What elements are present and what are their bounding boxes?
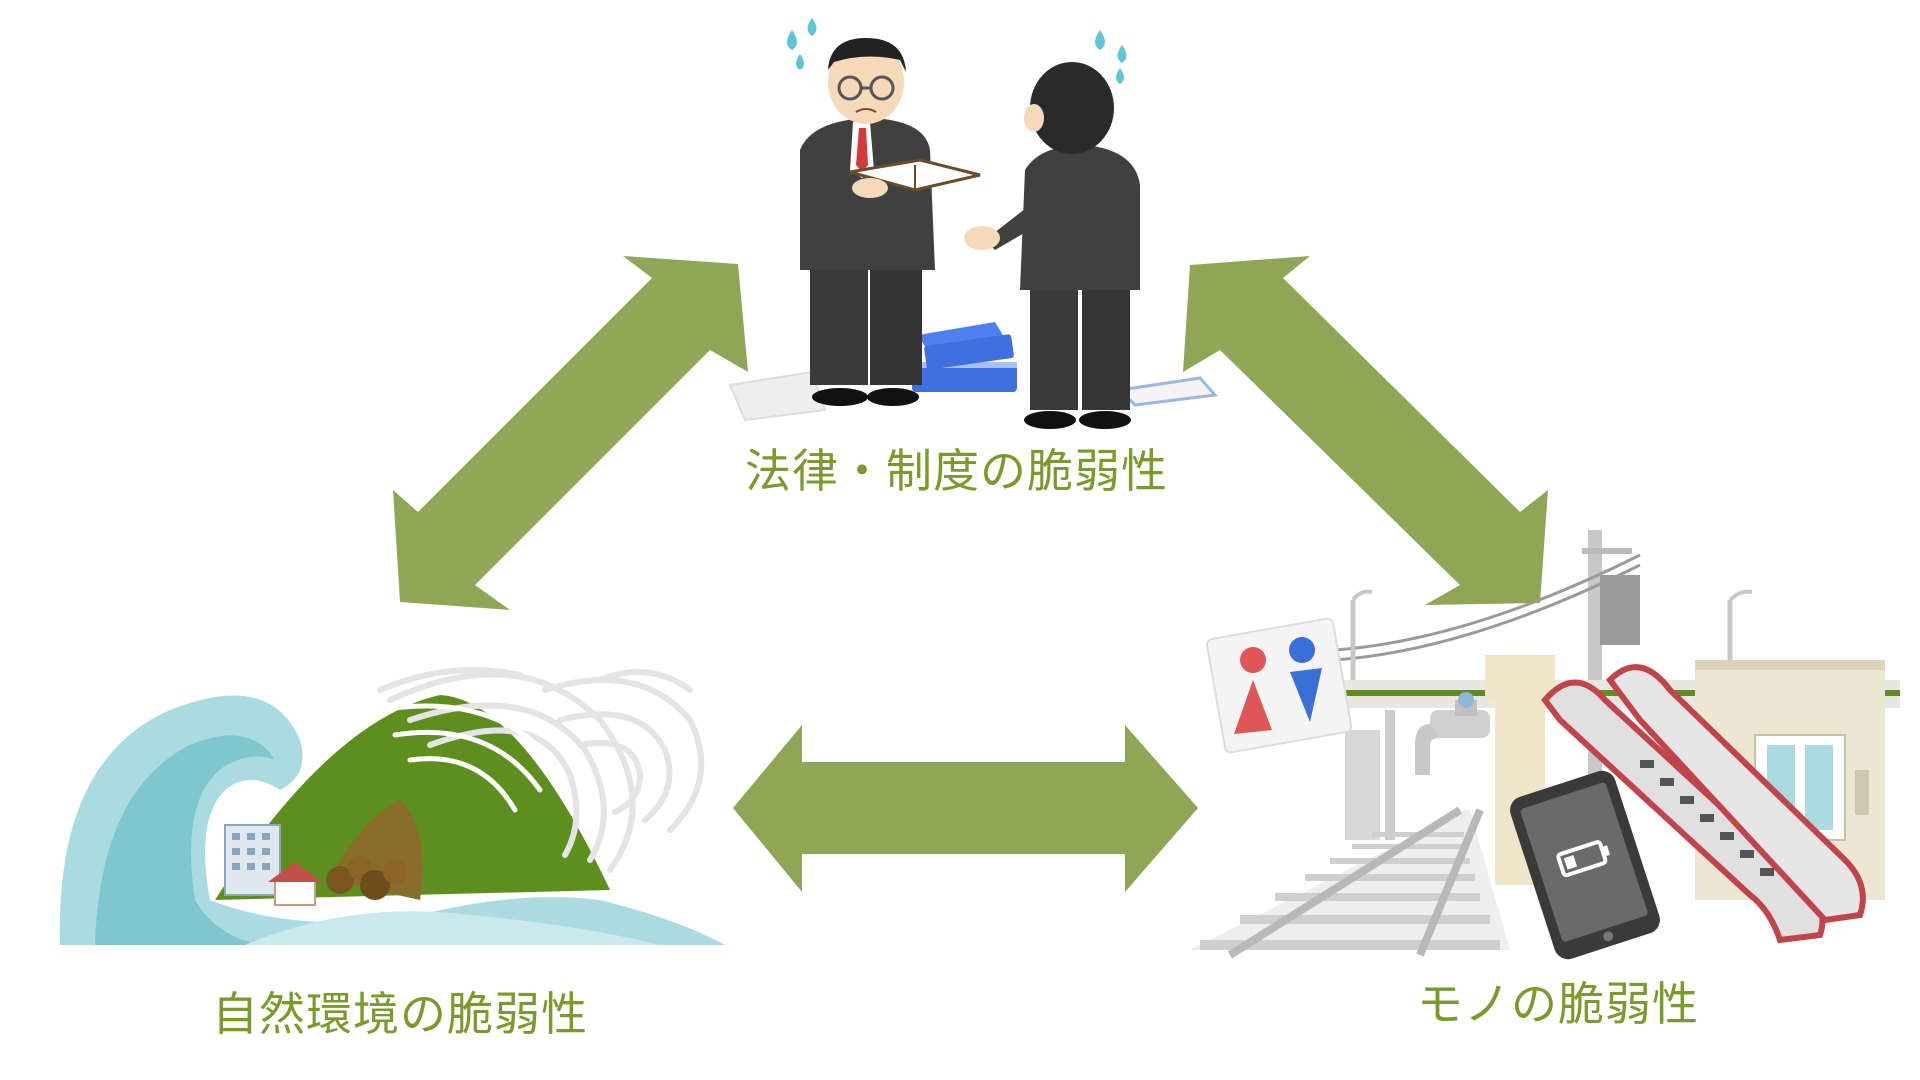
smartphone-low-battery-icon (1510, 770, 1660, 960)
faucet-icon (1415, 692, 1490, 775)
hill-icon (215, 695, 610, 900)
railway-tracks-icon (1190, 806, 1510, 959)
house-icon (268, 862, 322, 906)
label-natural-environment-vulnerability: 自然環境の脆弱性 (212, 987, 588, 1041)
tsunami-typhoon-icon (59, 667, 725, 945)
arrow-legal-things (1183, 256, 1548, 605)
official-left-icon (800, 38, 981, 406)
worried-officials-icon (728, 18, 1219, 429)
building-icon (224, 824, 281, 896)
toilet-sign-icon (1206, 617, 1353, 754)
sweat-drops-icon (787, 18, 1127, 84)
books-stack-icon (912, 322, 1017, 392)
infrastructure-icon (1190, 530, 1900, 960)
arrow-legal-nature (393, 256, 748, 610)
arrows-group (393, 256, 1548, 892)
label-things-vulnerability: モノの脆弱性 (1417, 977, 1699, 1031)
typhoon-swirl-icon (377, 667, 705, 873)
label-legal-vulnerability: 法律・制度の脆弱性 (745, 444, 1168, 498)
arrow-nature-things (733, 725, 1198, 892)
official-right-icon (964, 62, 1140, 429)
escalator-icon (1541, 664, 1866, 944)
